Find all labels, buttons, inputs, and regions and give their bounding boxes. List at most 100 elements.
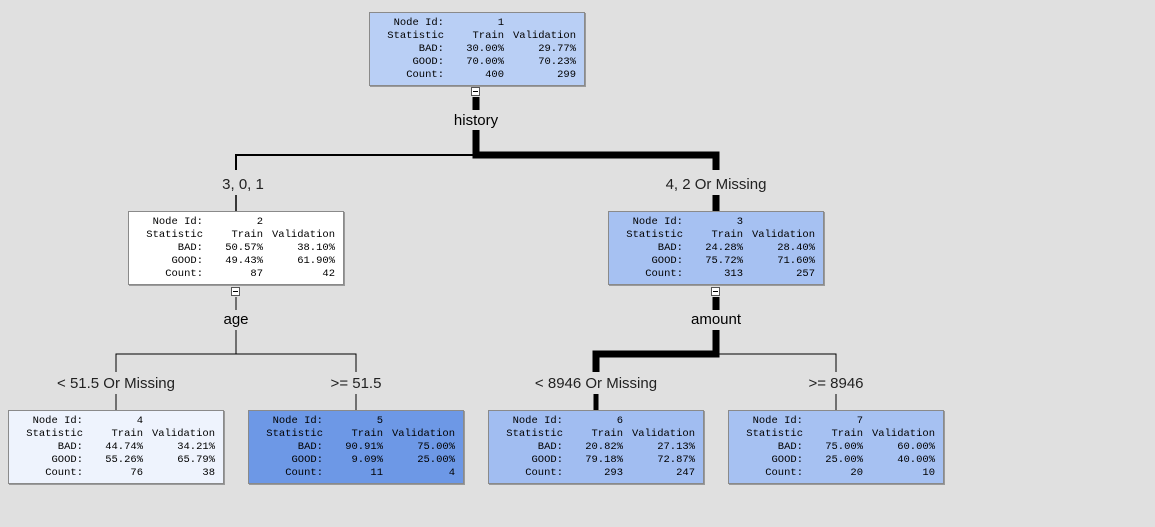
edge-1-2 xyxy=(235,130,477,170)
edge-3-7 xyxy=(715,330,837,372)
good-label: GOOD: xyxy=(531,454,563,466)
count-label: Count: xyxy=(645,268,683,280)
collapse-toggle-node-3[interactable] xyxy=(711,287,720,296)
branch-label-node-6: < 8946 Or Missing xyxy=(534,375,658,392)
validation-good: 61.90% xyxy=(297,255,335,267)
edge-2-5 xyxy=(235,330,357,372)
node-id-value: 3 xyxy=(736,216,743,228)
node-id-label: Node Id: xyxy=(512,415,563,427)
node-id-value: 4 xyxy=(136,415,143,427)
validation-good: 65.79% xyxy=(177,454,215,466)
validation-bad: 27.13% xyxy=(657,441,695,453)
train-bad: 90.91% xyxy=(345,441,383,453)
statistic-header: Statistic xyxy=(387,30,444,42)
validation-header: Validation xyxy=(391,428,455,440)
node-id-value: 2 xyxy=(256,216,263,228)
bad-label: BAD: xyxy=(177,242,203,254)
validation-header: Validation xyxy=(871,428,935,440)
validation-good: 71.60% xyxy=(777,255,815,267)
statistic-header: Statistic xyxy=(506,428,563,440)
train-good: 9.09% xyxy=(351,454,383,466)
train-header: Train xyxy=(111,428,143,440)
validation-bad: 28.40% xyxy=(777,242,815,254)
train-good: 70.00% xyxy=(466,56,504,68)
statistic-header: Statistic xyxy=(626,229,683,241)
train-header: Train xyxy=(591,428,623,440)
train-header: Train xyxy=(472,30,504,42)
collapse-toggle-node-1[interactable] xyxy=(471,87,480,96)
train-good: 55.26% xyxy=(105,454,143,466)
good-label: GOOD: xyxy=(771,454,803,466)
count-label: Count: xyxy=(525,467,563,479)
train-bad: 50.57% xyxy=(225,242,263,254)
bad-label: BAD: xyxy=(57,441,83,453)
validation-header: Validation xyxy=(271,229,335,241)
split-label-amount: amount xyxy=(689,311,743,328)
train-good: 75.72% xyxy=(705,255,743,267)
edge-2-4 xyxy=(115,330,237,372)
train-count: 400 xyxy=(485,69,504,81)
validation-good: 25.00% xyxy=(417,454,455,466)
train-header: Train xyxy=(711,229,743,241)
validation-count: 299 xyxy=(557,69,576,81)
branch-label-node-4: < 51.5 Or Missing xyxy=(57,375,175,392)
train-good: 25.00% xyxy=(825,454,863,466)
node-id-label: Node Id: xyxy=(752,415,803,427)
count-label: Count: xyxy=(45,467,83,479)
train-count: 313 xyxy=(724,268,743,280)
node-id-value: 1 xyxy=(497,17,504,29)
count-label: Count: xyxy=(165,268,203,280)
bad-label: BAD: xyxy=(297,441,323,453)
count-label: Count: xyxy=(765,467,803,479)
node-id-label: Node Id: xyxy=(393,17,444,29)
node-id-label: Node Id: xyxy=(272,415,323,427)
node-id-label: Node Id: xyxy=(632,216,683,228)
good-label: GOOD: xyxy=(651,255,683,267)
train-header: Train xyxy=(231,229,263,241)
train-bad: 75.00% xyxy=(825,441,863,453)
branch-label-node-3: 4, 2 Or Missing xyxy=(665,176,767,193)
validation-count: 42 xyxy=(322,268,335,280)
train-good: 79.18% xyxy=(585,454,623,466)
bad-label: BAD: xyxy=(537,441,563,453)
node-id-value: 7 xyxy=(856,415,863,427)
split-label-age: age xyxy=(222,311,250,328)
train-count: 87 xyxy=(250,268,263,280)
validation-header: Validation xyxy=(631,428,695,440)
train-count: 76 xyxy=(130,467,143,479)
train-bad: 30.00% xyxy=(466,43,504,55)
collapse-toggle-node-2[interactable] xyxy=(231,287,240,296)
validation-bad: 75.00% xyxy=(417,441,455,453)
validation-count: 247 xyxy=(676,467,695,479)
statistic-header: Statistic xyxy=(26,428,83,440)
node-id-label: Node Id: xyxy=(152,216,203,228)
edge-1-3 xyxy=(472,130,720,170)
validation-header: Validation xyxy=(751,229,815,241)
branch-label-node-5: >= 51.5 xyxy=(330,375,382,392)
validation-bad: 38.10% xyxy=(297,242,335,254)
validation-good: 72.87% xyxy=(657,454,695,466)
good-label: GOOD: xyxy=(171,255,203,267)
validation-header: Validation xyxy=(151,428,215,440)
train-good: 49.43% xyxy=(225,255,263,267)
train-count: 11 xyxy=(370,467,383,479)
bad-label: BAD: xyxy=(777,441,803,453)
train-bad: 20.82% xyxy=(585,441,623,453)
count-label: Count: xyxy=(285,467,323,479)
bad-label: BAD: xyxy=(657,242,683,254)
validation-bad: 29.77% xyxy=(538,43,576,55)
